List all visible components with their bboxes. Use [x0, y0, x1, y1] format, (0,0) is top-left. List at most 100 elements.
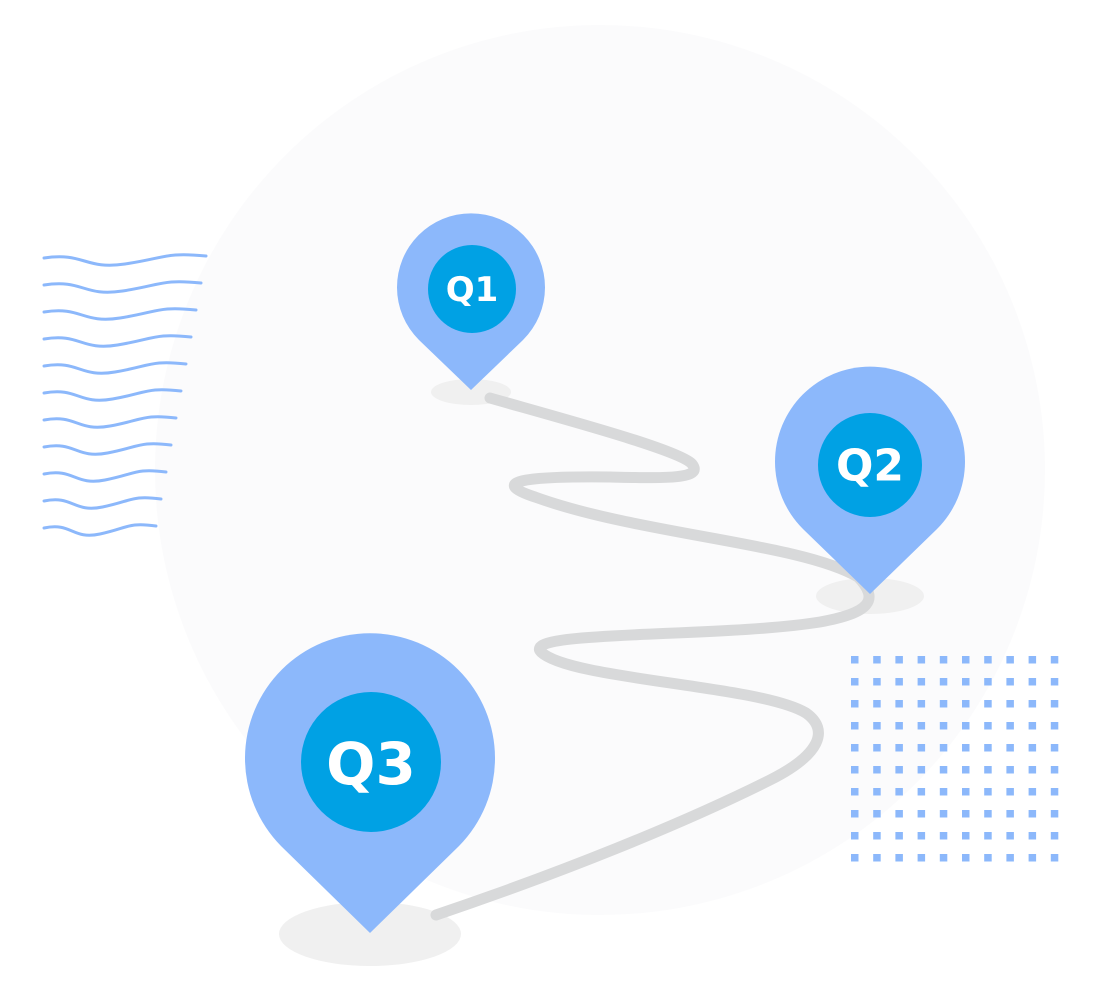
grid-dot [1006, 722, 1014, 730]
q2-badge [818, 413, 922, 517]
grid-dot [1028, 722, 1037, 730]
grid-dot [851, 700, 859, 708]
grid-dot [962, 722, 970, 730]
grid-dot [1028, 810, 1037, 818]
wave-line [42, 280, 203, 294]
wave-line [42, 334, 193, 348]
grid-dot [851, 788, 859, 796]
grid-dot [851, 678, 859, 686]
grid-dot [984, 744, 992, 752]
wave-line [42, 388, 183, 402]
grid-dot [917, 700, 926, 708]
wave-line [42, 523, 158, 537]
q1-badge [428, 245, 516, 333]
grid-dot [939, 744, 948, 752]
grid-dot [962, 854, 970, 862]
grid-dot [1050, 700, 1059, 708]
grid-dot [962, 656, 970, 664]
wave-line [42, 253, 208, 267]
grid-dot [895, 854, 903, 862]
q3-badge [301, 692, 441, 832]
grid-dot [1050, 744, 1059, 752]
grid-dot [1028, 744, 1037, 752]
grid-dot [984, 766, 992, 774]
grid-dot [1028, 788, 1037, 796]
wave-line [42, 361, 188, 375]
grid-dot [1050, 854, 1059, 862]
grid-dot [984, 854, 992, 862]
grid-dot [984, 832, 992, 840]
grid-dot [917, 810, 926, 818]
grid-dot [895, 788, 903, 796]
grid-dot [873, 744, 881, 752]
grid-dot [895, 744, 903, 752]
grid-dot [895, 722, 903, 730]
grid-dot [984, 700, 992, 708]
grid-dot [984, 722, 992, 730]
grid-dot [1028, 678, 1037, 686]
grid-dot [851, 656, 859, 664]
grid-dot [873, 766, 881, 774]
q2-label: Q2 [836, 441, 904, 492]
grid-dot [895, 810, 903, 818]
grid-dot [939, 832, 948, 840]
grid-dot [851, 810, 859, 818]
grid-dot [917, 656, 926, 664]
grid-dot [873, 678, 881, 686]
grid-dot [1050, 810, 1059, 818]
grid-dot [895, 700, 903, 708]
grid-dot [895, 656, 903, 664]
grid-dot [1006, 678, 1014, 686]
grid-dot [917, 854, 926, 862]
grid-dot [1006, 854, 1014, 862]
map-pin-icon-q1: Q1 [397, 213, 545, 390]
grid-dot [962, 678, 970, 686]
grid-dot [939, 810, 948, 818]
grid-dot [984, 656, 992, 664]
winding-road [430, 392, 875, 921]
grid-dot [895, 832, 903, 840]
grid-dot [939, 722, 948, 730]
grid-dot [962, 744, 970, 752]
grid-dot [939, 854, 948, 862]
grid-dot [1006, 656, 1014, 664]
grid-dot [1028, 656, 1037, 664]
grid-dot [962, 832, 970, 840]
grid-dot [851, 744, 859, 752]
wave-line [42, 496, 163, 510]
grid-dot [1028, 700, 1037, 708]
grid-dot [851, 832, 859, 840]
map-pin-icon-q3: Q3 [245, 633, 496, 933]
grid-dot [1006, 810, 1014, 818]
grid-dot [962, 700, 970, 708]
grid-dot [873, 788, 881, 796]
wave-line [42, 469, 168, 483]
grid-dot [917, 832, 926, 840]
q3-label: Q3 [326, 730, 416, 798]
wave-line [42, 442, 173, 456]
grid-dot [917, 744, 926, 752]
dot-grid-decoration [851, 656, 1059, 862]
q1-label: Q1 [446, 270, 499, 310]
grid-dot [962, 810, 970, 818]
wave-line [42, 415, 178, 429]
grid-dot [1050, 722, 1059, 730]
grid-dot [873, 854, 881, 862]
grid-dot [962, 766, 970, 774]
grid-dot [917, 678, 926, 686]
grid-dot [873, 656, 881, 664]
grid-dot [939, 766, 948, 774]
grid-dot [939, 700, 948, 708]
grid-dot [1050, 766, 1059, 774]
grid-dot [1028, 854, 1037, 862]
q3-pin-shadow [279, 902, 461, 966]
grid-dot [939, 678, 948, 686]
grid-dot [873, 722, 881, 730]
grid-dot [939, 656, 948, 664]
grid-dot [895, 766, 903, 774]
grid-dot [851, 722, 859, 730]
grid-dot [917, 766, 926, 774]
grid-dot [939, 788, 948, 796]
